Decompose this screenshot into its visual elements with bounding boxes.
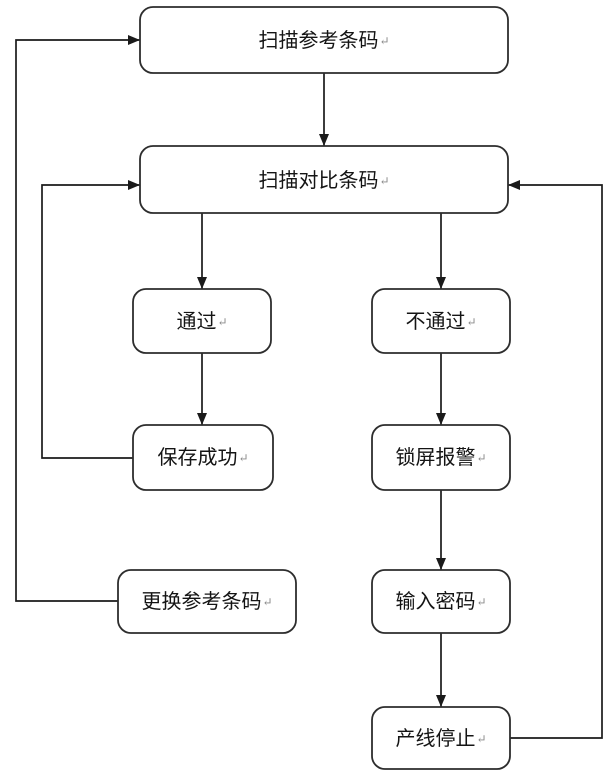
scan-compare-box	[139, 145, 509, 214]
flow-node-change-ref: 更换参考条码↵	[117, 569, 297, 634]
scan-ref-box	[139, 6, 509, 74]
scan-compare-label: 扫描对比条码↵	[258, 169, 389, 192]
fail-box	[371, 288, 511, 354]
line-stop-label: 产线停止↵	[395, 727, 486, 750]
flow-node-line-stop: 产线停止↵	[371, 706, 511, 770]
line-stop-box	[371, 706, 511, 770]
enter-password-box	[371, 569, 511, 634]
flow-node-pass: 通过↵	[132, 288, 272, 354]
flow-node-fail: 不通过↵	[371, 288, 511, 354]
edge-change-ref-to-scan-ref	[15, 35, 140, 602]
scan-ref-label: 扫描参考条码↵	[258, 29, 389, 52]
flow-node-lock-alarm: 锁屏报警↵	[371, 424, 511, 491]
save-success-label: 保存成功↵	[157, 446, 248, 469]
enter-password-label: 输入密码↵	[395, 590, 486, 613]
save-success-box	[132, 424, 274, 491]
lock-alarm-box	[371, 424, 511, 491]
pass-label: 通过↵	[176, 310, 227, 333]
change-ref-box	[117, 569, 297, 634]
flow-node-scan-ref: 扫描参考条码↵	[139, 6, 509, 74]
pass-box	[132, 288, 272, 354]
flow-node-save-success: 保存成功↵	[132, 424, 274, 491]
flow-node-enter-password: 输入密码↵	[371, 569, 511, 634]
change-ref-label: 更换参考条码↵	[141, 590, 272, 613]
lock-alarm-label: 锁屏报警↵	[395, 446, 486, 469]
edge-save-success-to-scan-compare	[41, 180, 140, 459]
fail-label: 不通过↵	[405, 310, 476, 333]
flow-node-scan-compare: 扫描对比条码↵	[139, 145, 509, 214]
edge-line-stop-to-scan-compare	[508, 180, 603, 739]
